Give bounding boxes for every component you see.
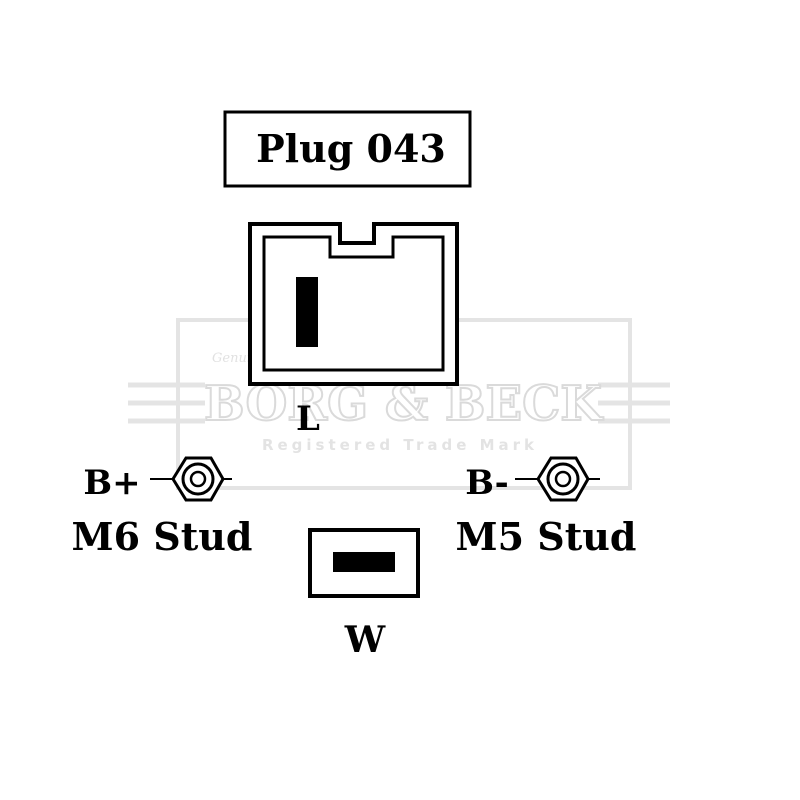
w-terminal-label: W [344,619,386,661]
title-box [223,110,472,188]
plug-connector [248,222,459,386]
plug-inner-outline [262,235,445,372]
positive-label: B+ [83,463,140,503]
watermark-stripes-right [598,382,670,424]
w-terminal [308,528,420,598]
plug-pin-l [296,277,318,347]
negative-label: B- [465,463,508,503]
watermark-stripes-left [128,382,205,424]
plug-terminal-label: L [296,399,320,439]
w-terminal-blade [333,552,395,572]
plug-title: Plug 043 [256,126,446,171]
negative-stud-icon [515,456,600,502]
watermark-registered: Registered Trade Mark [262,436,538,454]
plug-outer-outline [248,222,459,386]
positive-stud-icon [150,456,232,502]
negative-stud-size: M5 Stud [456,514,637,559]
positive-stud-size: M6 Stud [72,514,253,559]
